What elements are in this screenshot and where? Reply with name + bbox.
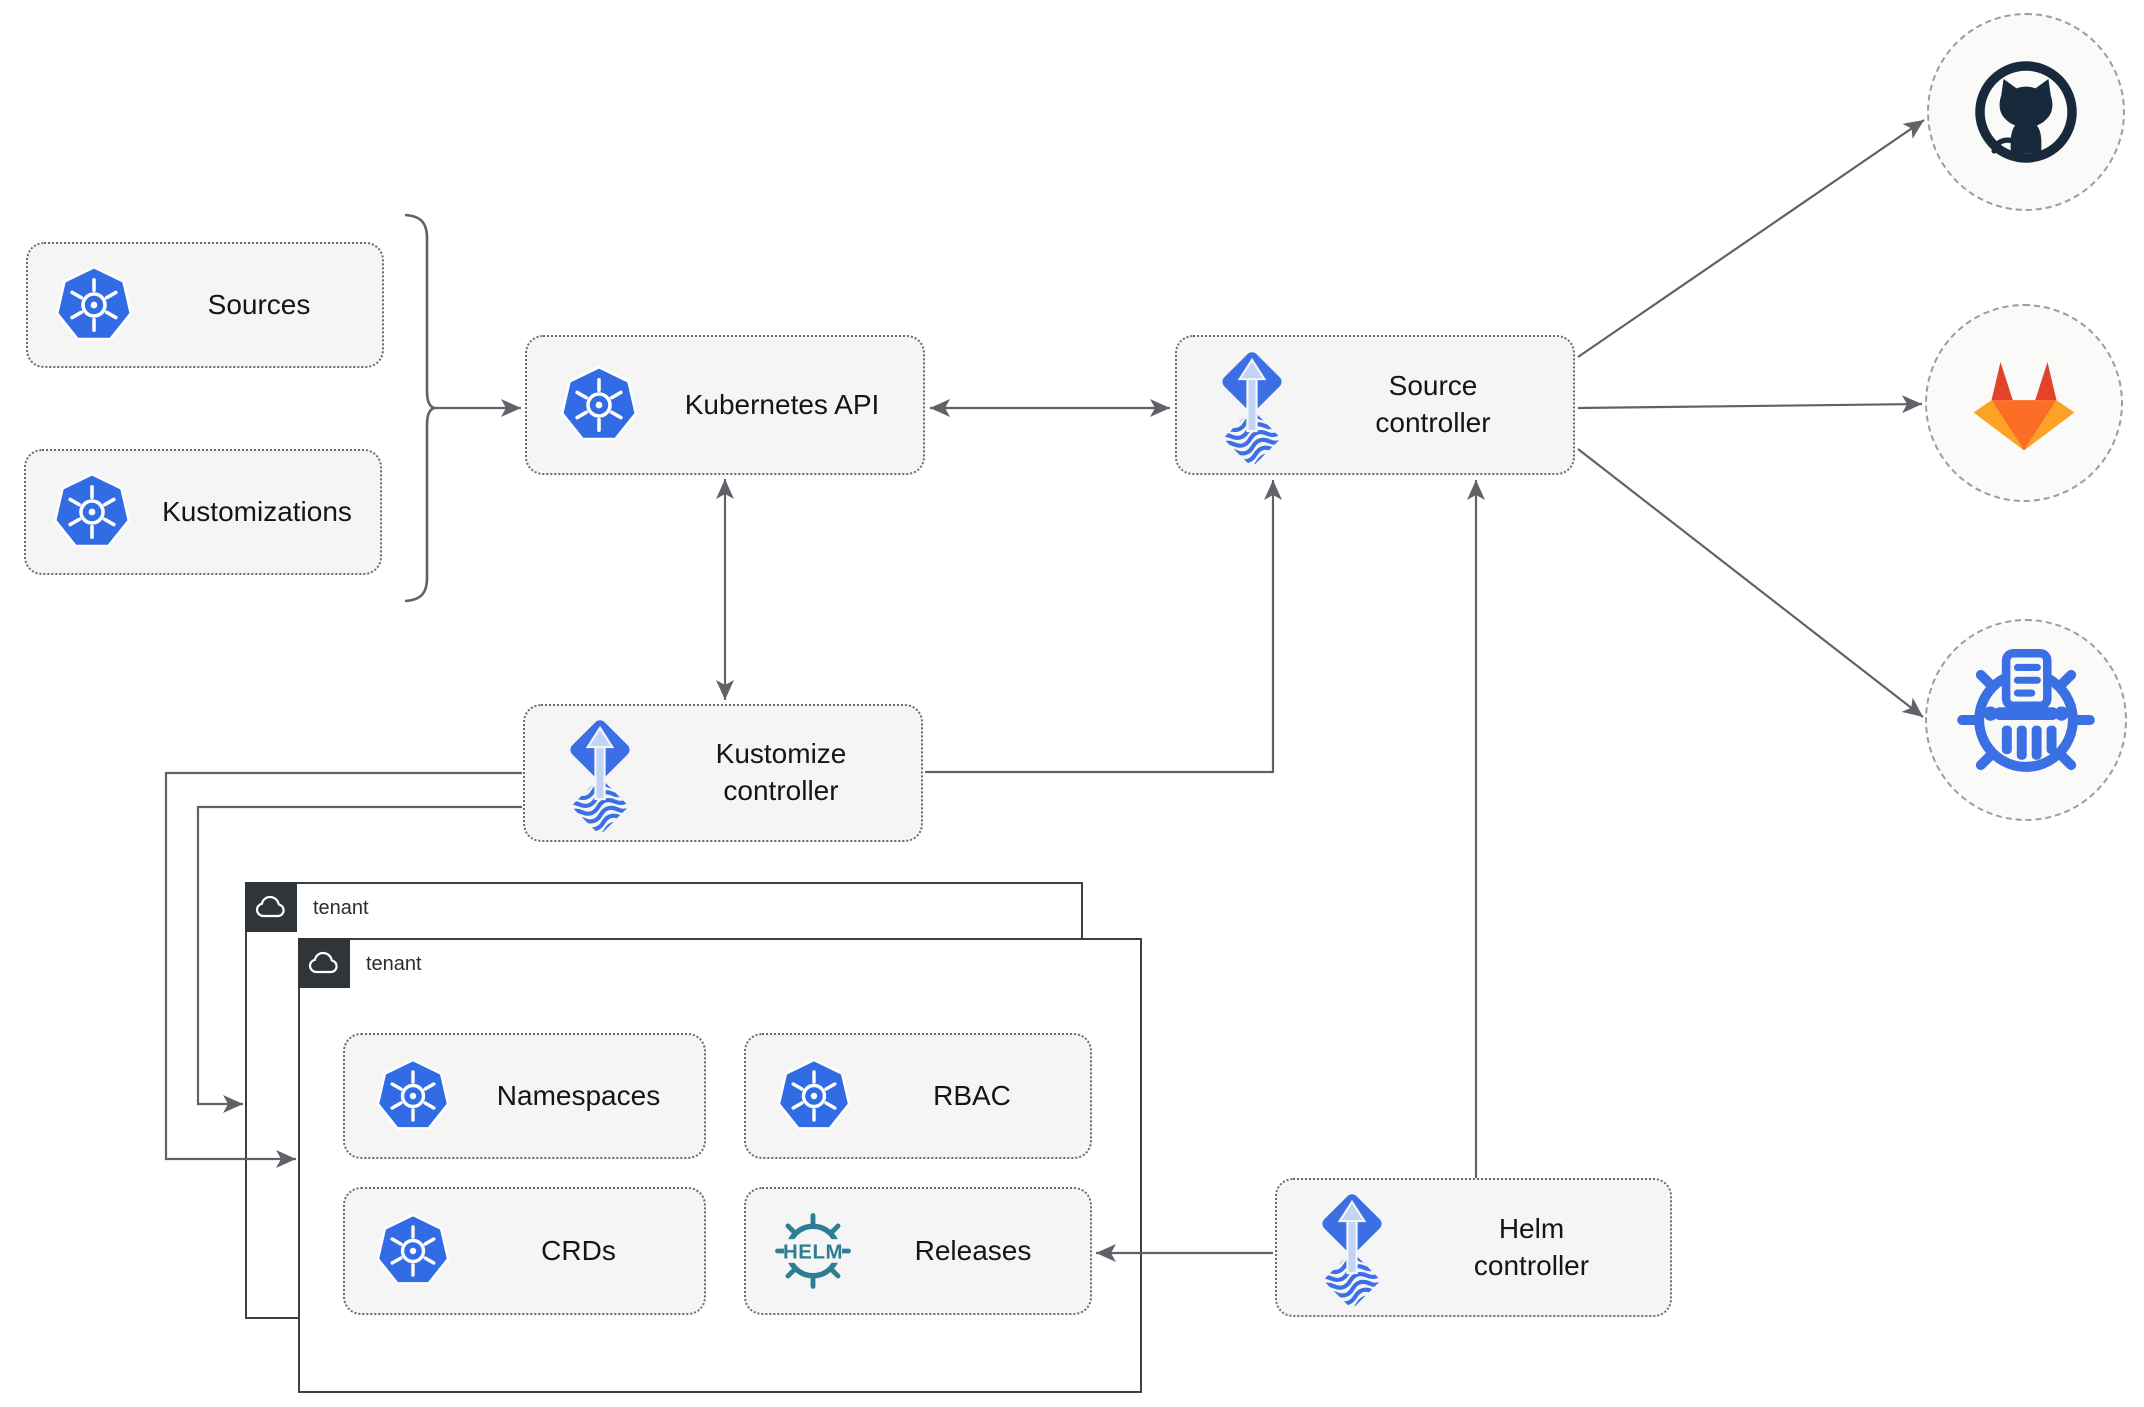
- remote-gitlab: [1925, 304, 2123, 502]
- arrow-source-to-gitlab: [1577, 395, 1923, 414]
- node-label: Namespaces: [496, 1079, 661, 1111]
- node-kustomize-controller: Kustomize controller: [523, 704, 923, 842]
- node-source-controller: Source controller: [1175, 335, 1575, 475]
- kubernetes-icon: [557, 363, 641, 447]
- flux-icon: [559, 715, 641, 832]
- node-label: RBAC: [933, 1079, 1011, 1111]
- node-label: Sources: [207, 288, 311, 320]
- helm-icon: [770, 1208, 856, 1294]
- flux-icon: [1211, 347, 1293, 464]
- cloud-icon: [308, 951, 340, 975]
- node-crds: CRDs: [343, 1187, 706, 1315]
- node-label-text: Helm controller: [1473, 1212, 1590, 1281]
- node-label-text: Kustomize controller: [715, 738, 847, 806]
- node-namespaces: Namespaces: [343, 1033, 706, 1159]
- node-helm-controller: Helm controller: [1275, 1178, 1672, 1317]
- node-label: Helm controller: [1393, 1211, 1670, 1285]
- node-releases: Releases: [744, 1187, 1092, 1315]
- flux-icon: [1311, 1189, 1393, 1306]
- kubernetes-icon: [774, 1056, 854, 1136]
- node-label: Source controller: [1293, 368, 1573, 442]
- node-label: Releases: [914, 1234, 1032, 1266]
- kubernetes-icon: [50, 470, 134, 554]
- kubernetes-icon: [52, 263, 136, 347]
- chartmuseum-icon: [1955, 649, 2097, 791]
- tenant-box-front: tenant: [298, 938, 1142, 1393]
- tenant-corner: [298, 938, 350, 988]
- tenant-corner: [245, 882, 297, 932]
- gitlab-icon: [1968, 353, 2080, 454]
- node-label: CRDs: [541, 1234, 616, 1266]
- kubernetes-icon: [373, 1056, 453, 1136]
- brace-sources-group: [404, 213, 438, 603]
- node-label-text: Source controller: [1375, 370, 1491, 438]
- github-icon: [1967, 53, 2085, 171]
- node-sources: Sources: [26, 242, 384, 368]
- node-label: Kubernetes API: [684, 388, 880, 420]
- kubernetes-icon: [373, 1211, 453, 1291]
- cloud-icon: [255, 895, 287, 919]
- remote-github: [1927, 13, 2125, 211]
- arrow-kustomize-to-source-controller: [925, 480, 1282, 774]
- arrow-source-to-github: [1577, 119, 1925, 358]
- node-rbac: RBAC: [744, 1033, 1092, 1159]
- node-label: Kustomize controller: [641, 736, 921, 810]
- tenant-label: tenant: [366, 952, 422, 975]
- node-kubernetes-api: Kubernetes API: [525, 335, 925, 475]
- tenant-label: tenant: [313, 896, 369, 919]
- remote-chartmuseum: [1925, 619, 2127, 821]
- node-kustomizations: Kustomizations: [24, 449, 382, 575]
- arrow-source-to-chartmuseum: [1577, 448, 1924, 718]
- node-label: Kustomizations: [162, 495, 352, 527]
